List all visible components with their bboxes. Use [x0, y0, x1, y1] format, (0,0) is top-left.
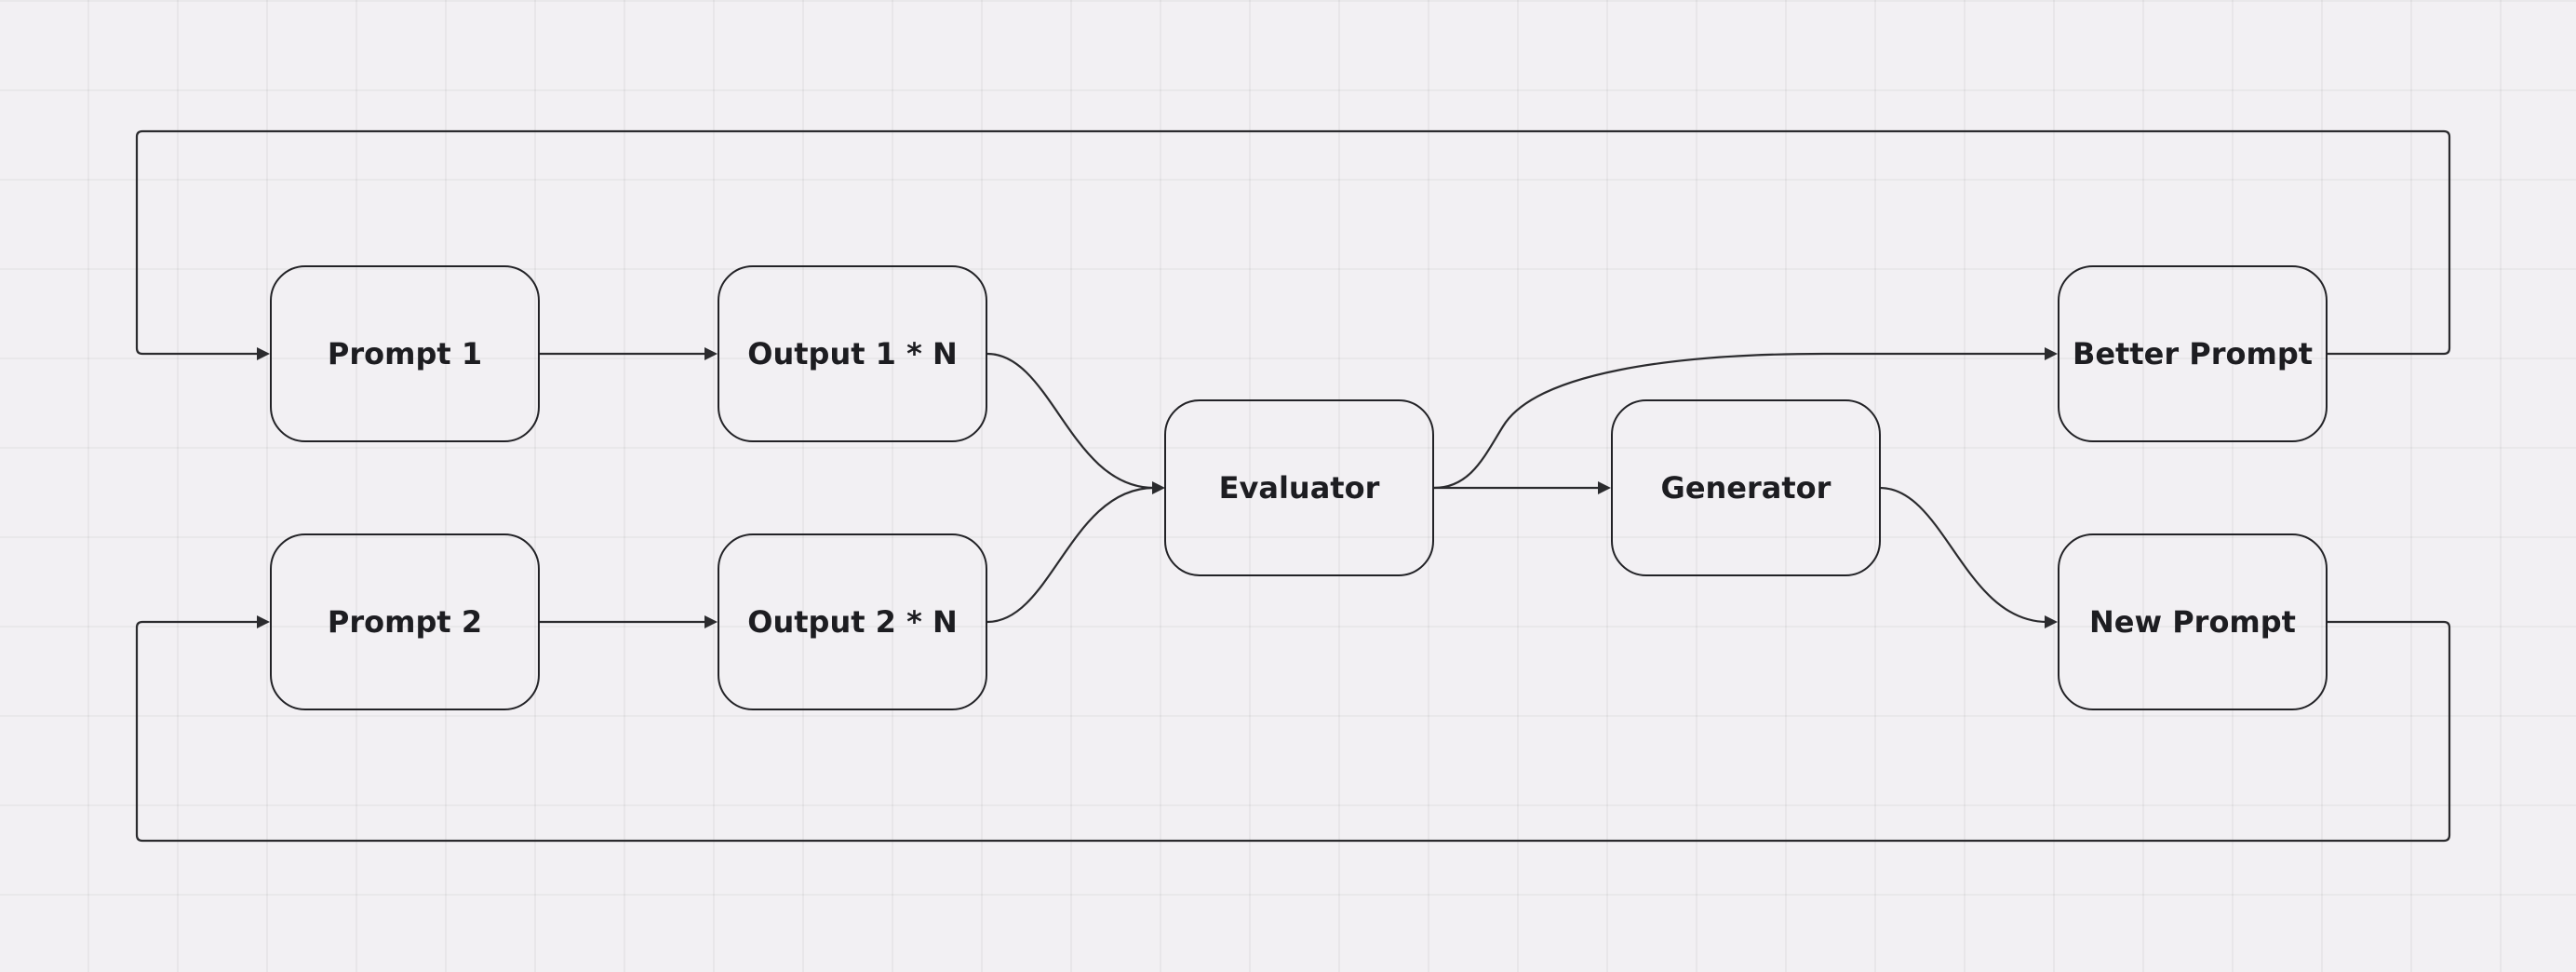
- node-output-2-label: Output 2 * N: [747, 604, 958, 640]
- node-new-prompt-label: New Prompt: [2089, 604, 2296, 640]
- node-prompt-2[interactable]: Prompt 2: [270, 533, 540, 710]
- node-output-1-label: Output 1 * N: [747, 336, 958, 371]
- node-output-2[interactable]: Output 2 * N: [718, 533, 987, 710]
- edge-output2-to-evaluator: [986, 486, 1155, 624]
- node-better-prompt[interactable]: Better Prompt: [2058, 265, 2328, 442]
- edge-prompt1-to-output1: [540, 347, 718, 360]
- node-prompt-2-label: Prompt 2: [327, 604, 483, 640]
- edge-prompt2-to-output2: [540, 615, 718, 628]
- node-better-prompt-label: Better Prompt: [2072, 336, 2314, 371]
- edge-output1-to-evaluator: [986, 352, 1165, 494]
- node-generator-label: Generator: [1660, 470, 1831, 506]
- edge-evaluator-to-generator: [1434, 481, 1611, 494]
- node-new-prompt[interactable]: New Prompt: [2058, 533, 2328, 710]
- node-evaluator-label: Evaluator: [1218, 470, 1380, 506]
- edge-generator-to-new-prompt: [1879, 486, 2058, 628]
- node-output-1[interactable]: Output 1 * N: [718, 265, 987, 442]
- node-prompt-1[interactable]: Prompt 1: [270, 265, 540, 442]
- node-prompt-1-label: Prompt 1: [327, 336, 483, 371]
- node-generator[interactable]: Generator: [1611, 399, 1881, 576]
- node-evaluator[interactable]: Evaluator: [1164, 399, 1434, 576]
